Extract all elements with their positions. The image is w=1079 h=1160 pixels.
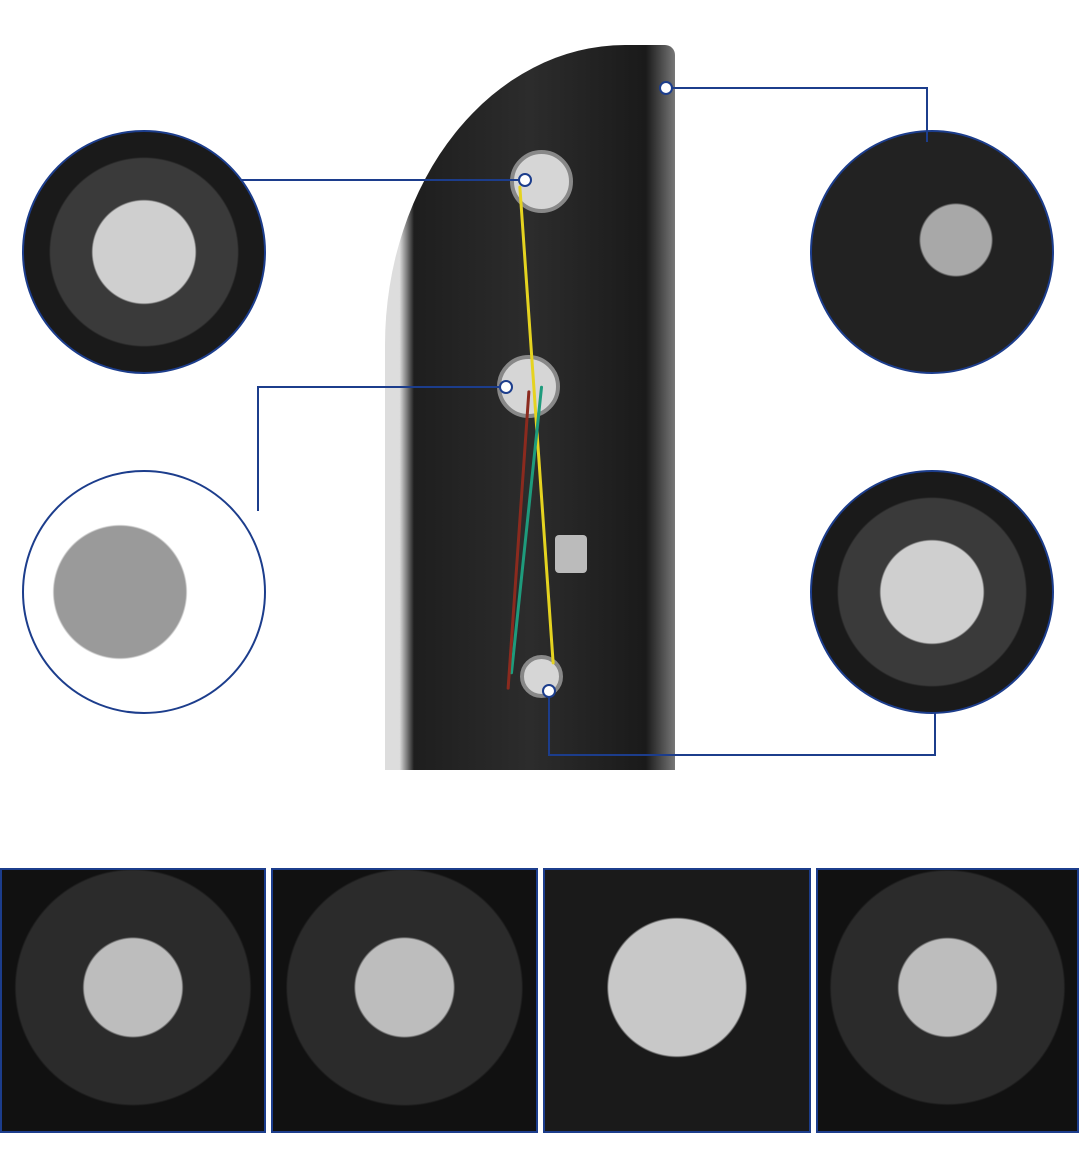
connector-line (926, 87, 928, 142)
connector-line (548, 754, 936, 756)
connector-line (257, 386, 259, 511)
callout-dot (518, 173, 532, 187)
tail-light-housing (385, 45, 675, 770)
connector-line (665, 87, 928, 89)
callout-dot (659, 81, 673, 95)
detail-panel-middle-socket (271, 868, 538, 1133)
callout-bottom-socket (810, 470, 1054, 714)
connector-line (548, 690, 550, 756)
callout-top-socket (22, 130, 266, 374)
callout-dot (499, 380, 513, 394)
detail-panel-wiring-connector (543, 868, 811, 1133)
connector-line (258, 386, 506, 388)
detail-panel-top-socket (0, 868, 266, 1133)
connector-line (240, 179, 525, 181)
callout-middle-socket (22, 470, 266, 714)
detail-panel-bottom-socket (816, 868, 1079, 1133)
callout-dot (542, 684, 556, 698)
callout-mounting-bracket (810, 130, 1054, 374)
wiring-connector (555, 535, 587, 573)
connector-line (934, 712, 936, 756)
